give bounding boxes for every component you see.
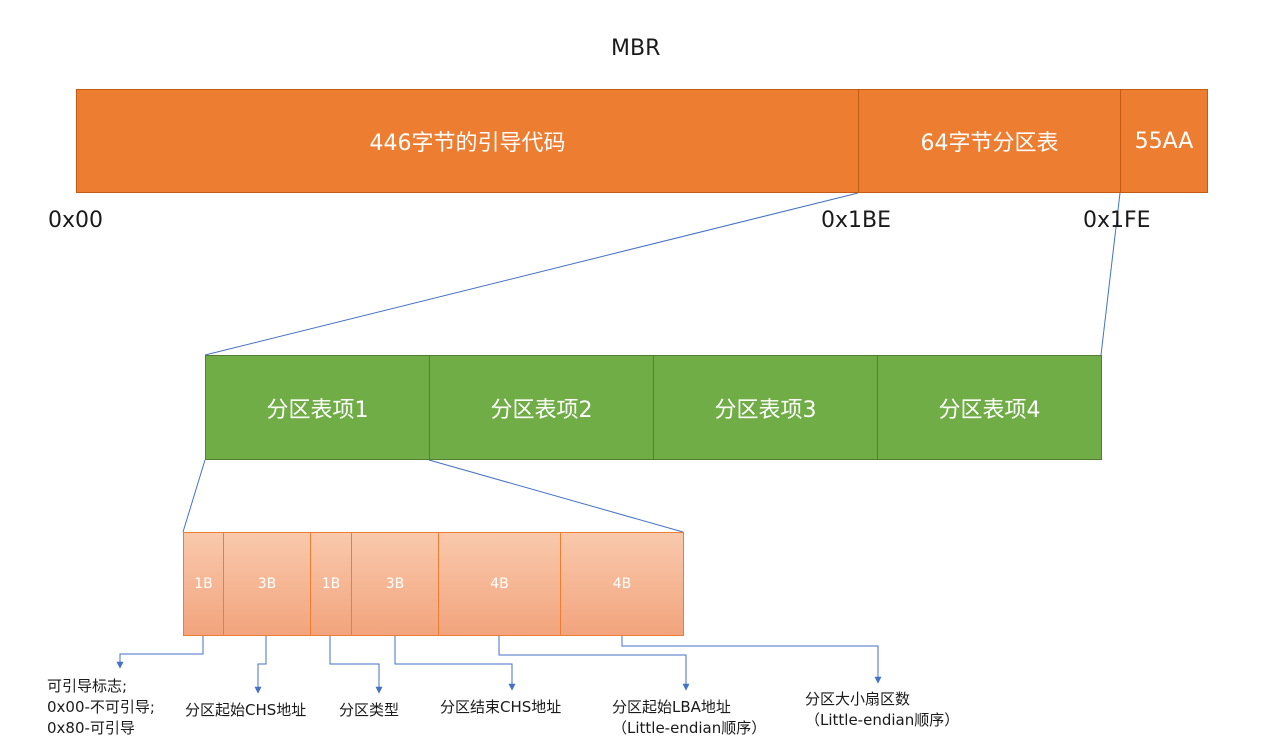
mbr-partition-table: 64字节分区表	[858, 89, 1121, 193]
field-partition-type: 1B	[310, 532, 352, 636]
zoom-line-right	[1100, 192, 1121, 356]
desc-sector-count: 分区大小扇区数 （Little-endian顺序）	[805, 690, 960, 729]
field-arrow-2	[254, 636, 267, 694]
mbr-signature: 55AA	[1120, 89, 1208, 193]
field-arrow-6	[621, 636, 882, 684]
mbr-boot-code: 446字节的引导代码	[76, 89, 859, 193]
zoom-line-entry-left	[182, 459, 206, 533]
field-boot-flag: 1B	[183, 532, 224, 636]
field-arrow-1	[116, 636, 204, 669]
partition-entry-2: 分区表项2	[429, 355, 654, 460]
diagram-title: MBR	[611, 36, 661, 61]
offset-start: 0x00	[48, 208, 104, 233]
field-start-lba: 4B	[438, 532, 561, 636]
partition-entry-3: 分区表项3	[653, 355, 878, 460]
desc-partition-type: 分区类型	[339, 701, 400, 719]
offset-table: 0x1BE	[821, 208, 892, 233]
desc-end-chs: 分区结束CHS地址	[440, 698, 562, 716]
zoom-line-entry-right	[428, 459, 684, 533]
zoom-line-left	[204, 192, 859, 356]
partition-entry-4: 分区表项4	[877, 355, 1102, 460]
offset-signature: 0x1FE	[1083, 208, 1151, 233]
field-arrow-3	[329, 636, 383, 694]
partition-entry-1: 分区表项1	[205, 355, 430, 460]
field-start-chs: 3B	[223, 532, 311, 636]
desc-start-chs: 分区起始CHS地址	[185, 701, 307, 719]
desc-boot-flag: 可引导标志; 0x00-不可引导; 0x80-可引导	[47, 677, 155, 737]
field-arrow-5	[498, 636, 690, 691]
field-end-chs: 3B	[351, 532, 439, 636]
desc-start-lba: 分区起始LBA地址 （Little-endian顺序）	[612, 698, 767, 737]
field-sector-count: 4B	[560, 532, 684, 636]
field-arrow-4	[394, 636, 516, 691]
